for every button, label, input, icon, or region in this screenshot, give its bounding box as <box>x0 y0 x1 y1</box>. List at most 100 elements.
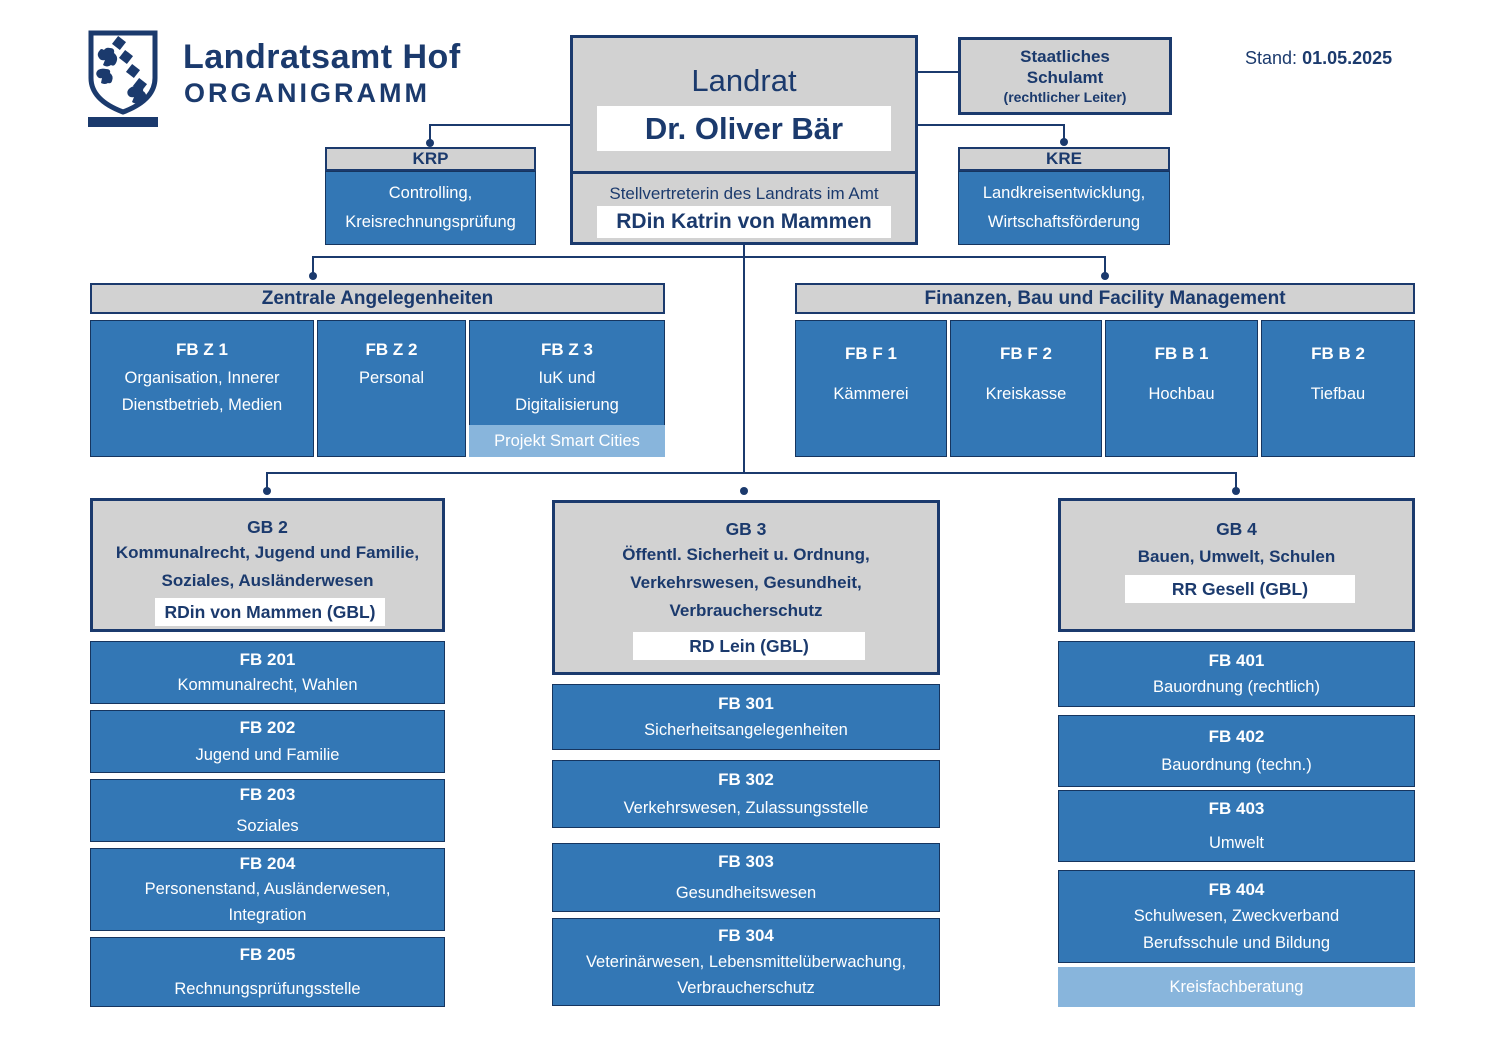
gb-code: GB 4 <box>1216 519 1257 539</box>
stand-label: Stand: <box>1245 48 1298 68</box>
unit-code: FB 402 <box>1208 727 1265 747</box>
box-fb-304: FB 304 Veterinärwesen, Lebensmittelüberw… <box>552 918 940 1006</box>
box-fb-302: FB 302 Verkehrswesen, Zulassungsstelle <box>552 760 940 828</box>
unit-desc-line: Organisation, Innerer <box>124 368 280 387</box>
box-gb2: GB 2 Kommunalrecht, Jugend und Familie, … <box>90 498 445 632</box>
unit-desc-line: Personal <box>358 368 425 387</box>
unit-desc-line: Soziales <box>236 817 299 836</box>
gb3-leader: RD Lein (GBL) <box>633 632 865 660</box>
landrat-divider <box>573 171 915 174</box>
gb-desc-line: Bauen, Umwelt, Schulen <box>1137 547 1336 566</box>
unit-desc-line: Umwelt <box>1208 833 1264 852</box>
unit-code: FB Z 2 <box>365 340 418 359</box>
deputy-name: RDin Katrin von Mammen <box>597 206 891 238</box>
unit-code: FB 303 <box>718 851 774 871</box>
unit-desc-line: Sicherheitsangelegenheiten <box>644 720 848 739</box>
section-header-zentrale: Zentrale Angelegenheiten <box>90 283 665 314</box>
unit-desc-line: Landkreisentwicklung, <box>982 183 1146 202</box>
box-fb-f1: FB F 1 Kämmerei <box>795 320 947 457</box>
box-landrat: Landrat Dr. Oliver Bär Stellvertreterin … <box>570 35 918 245</box>
box-kre: Landkreisentwicklung, Wirtschaftsförderu… <box>958 171 1170 245</box>
gb-desc: Öffentl. Sicherheit u. Ordnung, Verkehrs… <box>555 541 937 625</box>
box-fb-203: FB 203 Soziales <box>90 779 445 842</box>
gb2-leader: RDin von Mammen (GBL) <box>155 598 385 626</box>
gb-code: GB 3 <box>725 519 767 539</box>
box-fb-301: FB 301 Sicherheitsangelegenheiten <box>552 684 940 750</box>
box-fb-303: FB 303 Gesundheitswesen <box>552 843 940 912</box>
unit-desc-line: Tiefbau <box>1310 384 1366 403</box>
box-fb-z2: FB Z 2 Personal <box>317 320 466 457</box>
box-fb-z1: FB Z 1 Organisation, Innerer Dienstbetri… <box>90 320 314 457</box>
unit-code: FB 201 <box>239 649 296 669</box>
box-projekt-smart-cities: Projekt Smart Cities <box>469 425 665 457</box>
gb-desc-line: Verbraucherschutz <box>669 601 823 621</box>
unit-code: FB F 2 <box>1000 344 1052 363</box>
box-fb-403: FB 403 Umwelt <box>1058 790 1415 862</box>
box-fb-b1: FB B 1 Hochbau <box>1105 320 1258 457</box>
box-fb-401: FB 401 Bauordnung (rechtlich) <box>1058 641 1415 707</box>
gb-desc: Kommunalrecht, Jugend und Familie, Sozia… <box>93 539 442 595</box>
unit-desc-line: Bauordnung (rechtlich) <box>1153 677 1320 696</box>
gb-code: GB 2 <box>247 517 288 537</box>
box-fb-201: FB 201 Kommunalrecht, Wahlen <box>90 641 445 704</box>
box-gb4: GB 4 Bauen, Umwelt, Schulen RR Gesell (G… <box>1058 498 1415 632</box>
box-gb3: GB 3 Öffentl. Sicherheit u. Ordnung, Ver… <box>552 500 940 675</box>
deputy-label: Stellvertreterin des Landrats im Amt <box>609 184 879 203</box>
box-kre-header: KRE <box>958 147 1170 171</box>
box-fb-f2: FB F 2 Kreiskasse <box>950 320 1102 457</box>
unit-code: FB B 2 <box>1311 344 1365 363</box>
unit-code: FB 302 <box>718 770 774 790</box>
box-fb-b2: FB B 2 Tiefbau <box>1261 320 1415 457</box>
landrat-title: Landrat <box>691 63 797 98</box>
page-subtitle: ORGANIGRAMM <box>184 78 430 108</box>
unit-desc-line: Dienstbetrieb, Medien <box>121 396 283 415</box>
unit-desc-line: Personenstand, Ausländerwesen, <box>144 880 391 899</box>
gb-desc-line: Öffentl. Sicherheit u. Ordnung, <box>622 545 870 564</box>
unit-desc-line: Integration <box>228 906 307 925</box>
gb-desc-line: Soziales, Ausländerwesen <box>161 571 374 591</box>
unit-code: FB Z 1 <box>176 340 228 359</box>
box-schulamt: Staatliches Schulamt (rechtlicher Leiter… <box>958 37 1172 115</box>
unit-desc-line: Kreisrechnungsprüfung <box>345 212 516 231</box>
schulamt-line: (rechtlicher Leiter) <box>1003 88 1127 105</box>
unit-desc-line: Kreiskasse <box>985 384 1067 403</box>
unit-desc-line: Jugend und Familie <box>195 746 340 765</box>
unit-desc-line: Bauordnung (techn.) <box>1161 755 1312 774</box>
landrat-name: Dr. Oliver Bär <box>597 106 891 151</box>
unit-code: FB 204 <box>239 853 296 873</box>
box-fb-402: FB 402 Bauordnung (techn.) <box>1058 715 1415 787</box>
unit-code: FB 202 <box>239 717 296 737</box>
logo-underline <box>88 117 158 127</box>
box-fb-204: FB 204 Personenstand, Ausländerwesen, In… <box>90 848 445 931</box>
unit-code: FB 304 <box>718 926 774 946</box>
unit-desc-line: Verkehrswesen, Zulassungsstelle <box>623 798 869 817</box>
unit-desc-line: Wirtschaftsförderung <box>987 212 1141 231</box>
schulamt-line: Schulamt <box>1026 68 1104 88</box>
unit-code: FB B 1 <box>1154 344 1209 363</box>
unit-desc-line: Hochbau <box>1148 384 1215 403</box>
gb-desc-line: Kommunalrecht, Jugend und Familie, <box>115 543 420 562</box>
unit-desc-line: Kämmerei <box>833 384 909 403</box>
coat-of-arms-icon <box>88 30 158 115</box>
unit-code: FB 403 <box>1208 799 1265 819</box>
box-krp: Controlling, Kreisrechnungsprüfung <box>325 171 536 245</box>
unit-desc-line: Verbraucherschutz <box>677 978 815 997</box>
box-fb-z3: FB Z 3 IuK und Digitalisierung Projekt S… <box>469 320 665 457</box>
schulamt-line: Staatliches <box>1020 47 1110 66</box>
gb-desc-line: Verkehrswesen, Gesundheit, <box>630 573 862 593</box>
unit-code: FB 401 <box>1208 651 1265 671</box>
unit-desc-line: Veterinärwesen, Lebensmittelüberwachung, <box>585 952 907 971</box>
unit-code: FB Z 3 <box>541 340 593 359</box>
unit-code: FB 404 <box>1208 879 1265 899</box>
unit-desc-line: Kommunalrecht, Wahlen <box>177 676 358 695</box>
unit-code: FB 203 <box>239 784 296 804</box>
box-fb-205: FB 205 Rechnungsprüfungsstelle <box>90 937 445 1007</box>
page-title: Landratsamt Hof <box>183 38 461 76</box>
unit-desc-line: Rechnungsprüfungsstelle <box>174 979 361 998</box>
unit-code: FB 205 <box>239 945 296 965</box>
box-fb-404: FB 404 Schulwesen, Zweckverband Berufssc… <box>1058 870 1415 963</box>
section-header-finanzen: Finanzen, Bau und Facility Management <box>795 283 1415 314</box>
unit-desc-line: Berufsschule und Bildung <box>1142 934 1331 953</box>
status-date: Stand: 01.05.2025 <box>1245 48 1392 69</box>
